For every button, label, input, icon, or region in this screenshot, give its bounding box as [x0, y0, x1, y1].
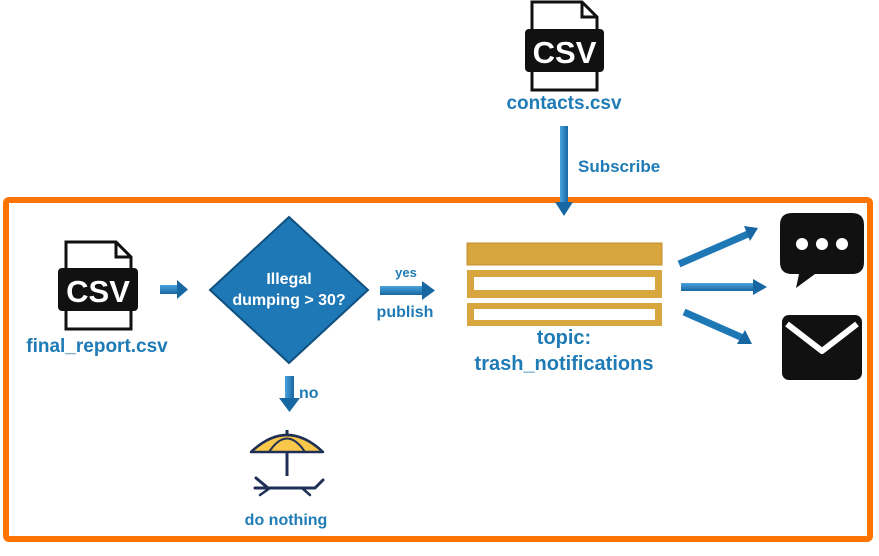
topic-label-2: trash_notifications [475, 353, 654, 375]
contacts-csv-icon: CSV [525, 0, 604, 92]
publish-label: publish [377, 304, 434, 321]
contacts-csv-glyph: CSV [533, 35, 597, 70]
fanout-arrow-middle [681, 279, 767, 295]
publish-arrow [380, 281, 435, 300]
decision-line-2: dumping > 30? [232, 292, 345, 309]
topic-label-1: topic: [537, 327, 591, 349]
decision-diamond [208, 215, 370, 365]
yes-label: yes [395, 265, 417, 280]
topic-stack-icon [466, 242, 663, 326]
report-csv-icon: CSV [58, 240, 138, 331]
report-csv-glyph: CSV [66, 274, 130, 309]
report-to-decision-arrow [160, 280, 188, 299]
subscribe-arrow [555, 126, 573, 216]
fanout-arrow-lower [682, 308, 752, 344]
processing-boundary [3, 197, 873, 542]
contacts-csv-label: contacts.csv [506, 93, 622, 114]
fanout-arrow-upper [677, 226, 758, 268]
no-arrow [279, 376, 300, 412]
decision-line-1: Illegal [266, 271, 311, 288]
chat-bubble-icon [780, 213, 864, 288]
do-nothing-label: do nothing [245, 512, 328, 529]
envelope-icon [782, 315, 862, 380]
no-label: no [299, 385, 319, 402]
beach-umbrella-icon [249, 430, 325, 497]
subscribe-label: Subscribe [578, 157, 660, 176]
report-csv-label: final_report.csv [26, 336, 168, 357]
